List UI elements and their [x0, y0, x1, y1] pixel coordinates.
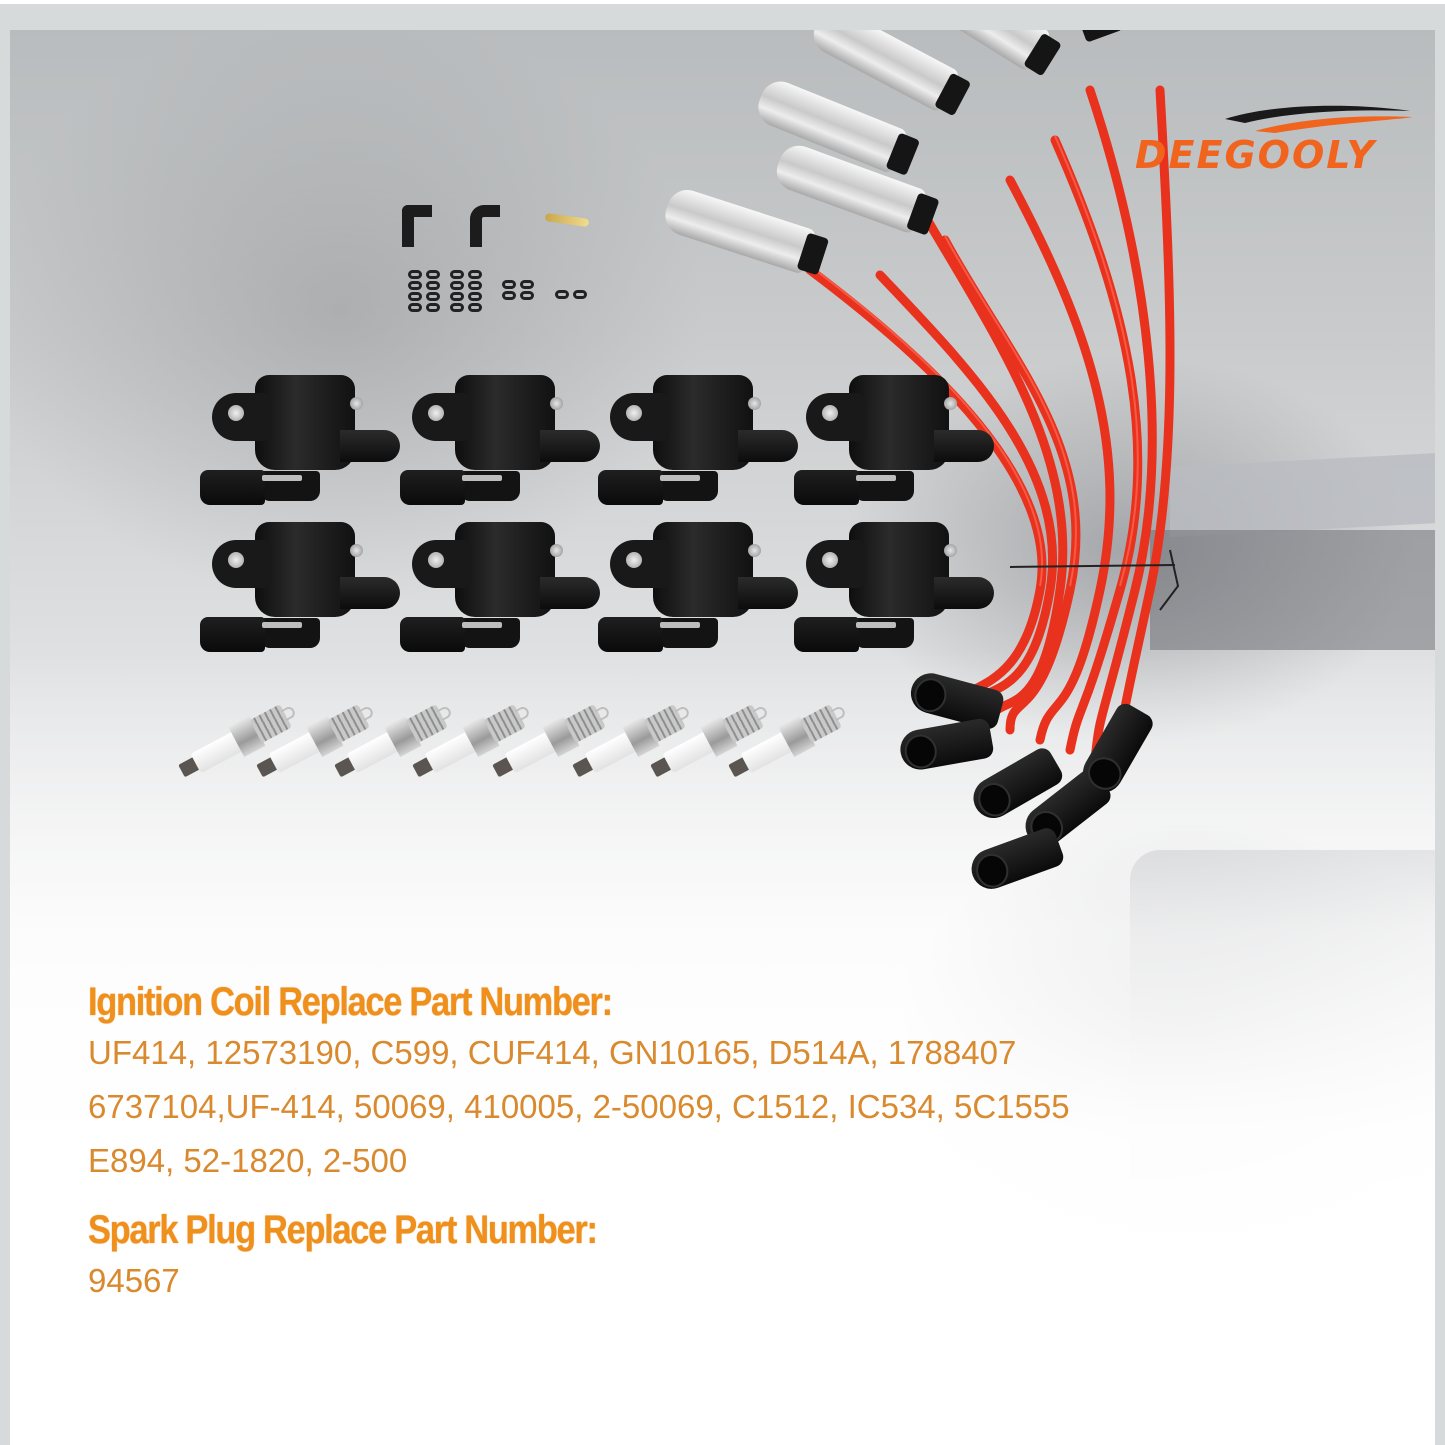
angled-boot-1-icon: [402, 205, 432, 247]
part-numbers-line: 6737104,UF-414, 50069, 410005, 2-50069, …: [88, 1088, 1070, 1125]
spark-plug-heading: Spark Plug Replace Part Number:: [88, 1208, 598, 1252]
separator-clip-2-icon: [450, 270, 482, 312]
part-numbers-line: E894, 52-1820, 2-500: [88, 1142, 408, 1179]
separator-clip-1-icon: [408, 270, 440, 312]
terminal-icon: [544, 212, 590, 228]
ignition-coil: [794, 375, 994, 505]
brand-logo: DEEGOOLY: [1125, 105, 1425, 185]
separator-clip-3-icon: [502, 280, 534, 300]
wire-boot-silver-1: [660, 184, 818, 275]
spark-plug-part-numbers: 94567: [88, 1254, 1388, 1308]
ignition-coil: [400, 375, 600, 505]
background-white-fade: [10, 650, 1435, 1445]
ignition-coil: [598, 375, 798, 505]
angled-boot-2-icon: [470, 205, 500, 247]
ignition-coil-part-numbers: UF414, 12573190, C599, CUF414, GN10165, …: [88, 1026, 1388, 1188]
background-engine-bay: [1150, 530, 1435, 650]
ignition-coil: [400, 522, 600, 652]
logo-text: DEEGOOLY: [1135, 133, 1377, 177]
ignition-coil: [200, 522, 400, 652]
part-numbers-line: UF414, 12573190, C599, CUF414, GN10165, …: [88, 1034, 1017, 1071]
ignition-coil: [200, 375, 400, 505]
ignition-coil: [598, 522, 798, 652]
wire-boot-silver-6: [1040, 30, 1122, 31]
separator-clip-4-icon: [555, 290, 587, 299]
part-numbers-line: 94567: [88, 1262, 180, 1299]
frame-top-strip: [0, 0, 1445, 4]
ignition-coil-heading: Ignition Coil Replace Part Number:: [88, 980, 613, 1024]
background-hood-edge: [1170, 452, 1435, 538]
logo-swoosh-icon: [1225, 105, 1413, 133]
part-number-section: Ignition Coil Replace Part Number: UF414…: [88, 978, 1388, 1308]
ignition-coil: [794, 522, 994, 652]
